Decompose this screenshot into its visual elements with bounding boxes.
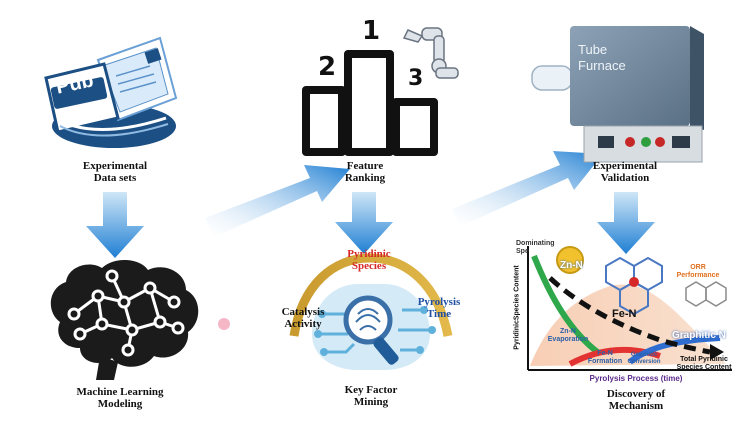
chart-fe-formation-label: Fe-N Formation [584, 350, 626, 366]
chart-fe-n-label: Fe-N [612, 308, 637, 320]
mining-right-label: Pyrolysis Time [404, 296, 474, 320]
furnace-label-line2: Furnace [578, 58, 626, 73]
caption-mining-line2: Mining [353, 396, 389, 408]
caption-mechanism: Discovery of Mechanism [586, 388, 686, 412]
mining-left-label: Catalysis Activity [268, 306, 338, 330]
tube-furnace-icon [531, 26, 704, 163]
caption-mining-line1: Key Factor [344, 384, 398, 396]
chart-fe-form-line1: Fe-N [597, 350, 613, 357]
key-factor-mining-icon [289, 253, 453, 370]
mining-top-line2: Species [351, 260, 387, 272]
caption-ranking: Feature Ranking [320, 160, 410, 184]
chart-orr-label: ORR Performance [670, 264, 726, 280]
chart-zn-evaporation-label: Zn-N Evaporation [544, 328, 592, 344]
chart-graphitic-conversion-label: Graphitic Conversion [622, 352, 666, 366]
caption-ranking-line2: Ranking [344, 172, 386, 184]
mining-right-line2: Time [426, 308, 452, 320]
mining-top-label: Pyridinic Species [332, 248, 406, 272]
caption-validation-line1: Experimental [592, 160, 658, 172]
diagonal-arrow-to-ranking [205, 165, 350, 237]
podium-second: 2 [318, 52, 337, 82]
down-arrow-ranking [335, 192, 393, 254]
chart-zn-evap-line2: Evaporation [547, 336, 589, 343]
diagonal-arrow-to-validation [452, 151, 603, 226]
caption-datasets-line2: Data sets [93, 172, 137, 184]
down-arrow-validation [597, 192, 655, 254]
chart-orr-line2: Performance [676, 272, 720, 279]
mining-top-line1: Pyridinic [347, 248, 391, 260]
publication-icon [44, 36, 178, 148]
decorative-dot-pink [218, 318, 230, 330]
caption-datasets: Experimental Data sets [60, 160, 170, 184]
mining-left-line2: Activity [284, 318, 322, 330]
chart-dominating-label: Dominating Spe [516, 240, 555, 256]
down-arrow-datasets [86, 192, 144, 258]
chart-total-line2: Species Content [676, 364, 732, 371]
chart-graphitic-line1: Graphitic [630, 352, 658, 358]
chart-graphitic-line2: Conversion [627, 359, 661, 365]
caption-ml: Machine Learning Modeling [50, 386, 190, 410]
podium-third: 3 [408, 66, 424, 91]
caption-ml-line1: Machine Learning [76, 386, 164, 398]
chart-dominating-line2: Spe [516, 248, 529, 255]
caption-validation-line2: Validation [600, 172, 650, 184]
mining-left-line1: Catalysis [281, 306, 325, 318]
mechanism-chart [527, 246, 732, 371]
chart-orr-line1: ORR [690, 264, 706, 271]
podium-icon [302, 27, 459, 156]
caption-mechanism-line1: Discovery of [606, 388, 666, 400]
chart-zn-n-label: Zn-N [560, 260, 583, 271]
caption-mining: Key Factor Mining [326, 384, 416, 408]
chart-dominating-line1: Dominating [516, 240, 555, 247]
chart-total-label: Total Pyridinic Species Content [668, 356, 740, 372]
caption-ranking-line1: Feature [346, 160, 384, 172]
caption-datasets-line1: Experimental [82, 160, 148, 172]
mining-right-line1: Pyrolysis [417, 296, 461, 308]
caption-mechanism-line2: Mechanism [608, 400, 664, 412]
caption-validation: Experimental Validation [570, 160, 680, 184]
chart-graphitic-n-label: Graphitic N [672, 330, 726, 341]
chart-total-line1: Total Pyridinic [680, 356, 728, 363]
furnace-label-line1: Tube [578, 42, 608, 57]
brain-network-icon [50, 259, 199, 380]
chart-fe-form-line2: Formation [587, 358, 623, 365]
caption-ml-line2: Modeling [97, 398, 143, 410]
chart-y-axis-label: PyridinicSpecies Content [513, 265, 521, 350]
chart-x-axis-label: Pyrolysis Process (time) [589, 374, 683, 383]
podium-first: 1 [362, 16, 381, 46]
chart-zn-evap-line1: Zn-N [560, 328, 576, 335]
